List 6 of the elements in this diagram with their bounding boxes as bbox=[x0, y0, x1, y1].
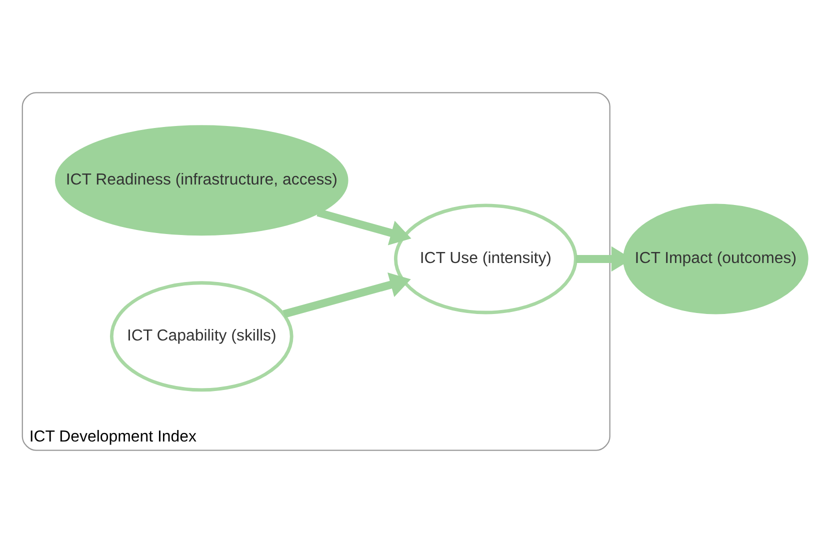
arrow bbox=[316, 208, 412, 245]
node-ellipse: ICT Use (intensity) bbox=[394, 203, 578, 314]
node-ellipse: ICT Readiness (infrastructure, access) bbox=[55, 124, 348, 236]
arrow bbox=[282, 272, 411, 318]
node-ellipse: ICT Capability (skills) bbox=[110, 280, 294, 392]
node-ellipse: ICT Impact (outcomes) bbox=[623, 203, 808, 314]
